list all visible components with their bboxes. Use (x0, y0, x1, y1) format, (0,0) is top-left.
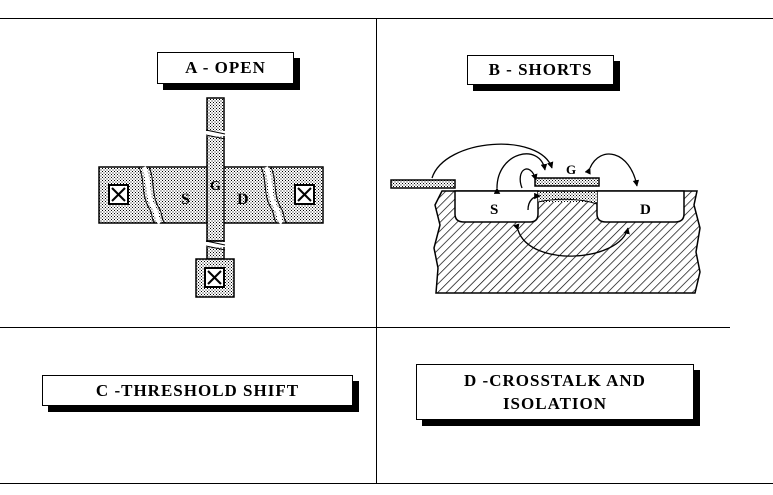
source-region (454, 190, 539, 223)
top-border-line (0, 18, 773, 19)
channel-region (538, 192, 597, 202)
short-arrow-gate-to-drain (584, 153, 640, 187)
panel-d-title-line1: D -CROSSTALK AND (464, 371, 646, 390)
panel-c-title-text: C -THRESHOLD SHIFT (95, 381, 300, 400)
open-drain-label: D (237, 191, 249, 208)
crack-left (142, 166, 162, 225)
panel-d-title-line2: ISOLATION (502, 394, 608, 413)
panel-d-title: D -CROSSTALK AND ISOLATION (416, 364, 694, 420)
gate-line (206, 97, 225, 242)
gate-electrode (534, 177, 600, 187)
short-arrow-lead-to-gate (431, 143, 554, 179)
panel-c-title: C -THRESHOLD SHIFT (42, 375, 353, 406)
short-arrow-source-to-gate (493, 153, 548, 194)
shorts-cross-section: S D G (390, 143, 701, 294)
open-gate-label: G (210, 179, 221, 194)
drain-region (596, 190, 685, 223)
open-source-label: S (181, 191, 190, 208)
shorts-drain-label: D (640, 202, 651, 218)
short-arrow-gate-to-channel (527, 192, 541, 211)
short-arrow-source-to-drain (513, 223, 630, 257)
bottom-border-line (0, 483, 773, 484)
shorts-gate-label: G (566, 162, 576, 177)
open-transistor-layout: S D G (98, 97, 324, 298)
crack-right (264, 166, 284, 225)
center-divider-line (376, 18, 377, 484)
panel-b-title: B - SHORTS (467, 55, 614, 85)
source-lead (390, 179, 456, 189)
panel-a-title: A - OPEN (157, 52, 294, 84)
short-arrow-source-to-gate-inner (519, 168, 538, 189)
shorts-source-label: S (490, 202, 498, 218)
middle-divider-line (0, 327, 730, 328)
